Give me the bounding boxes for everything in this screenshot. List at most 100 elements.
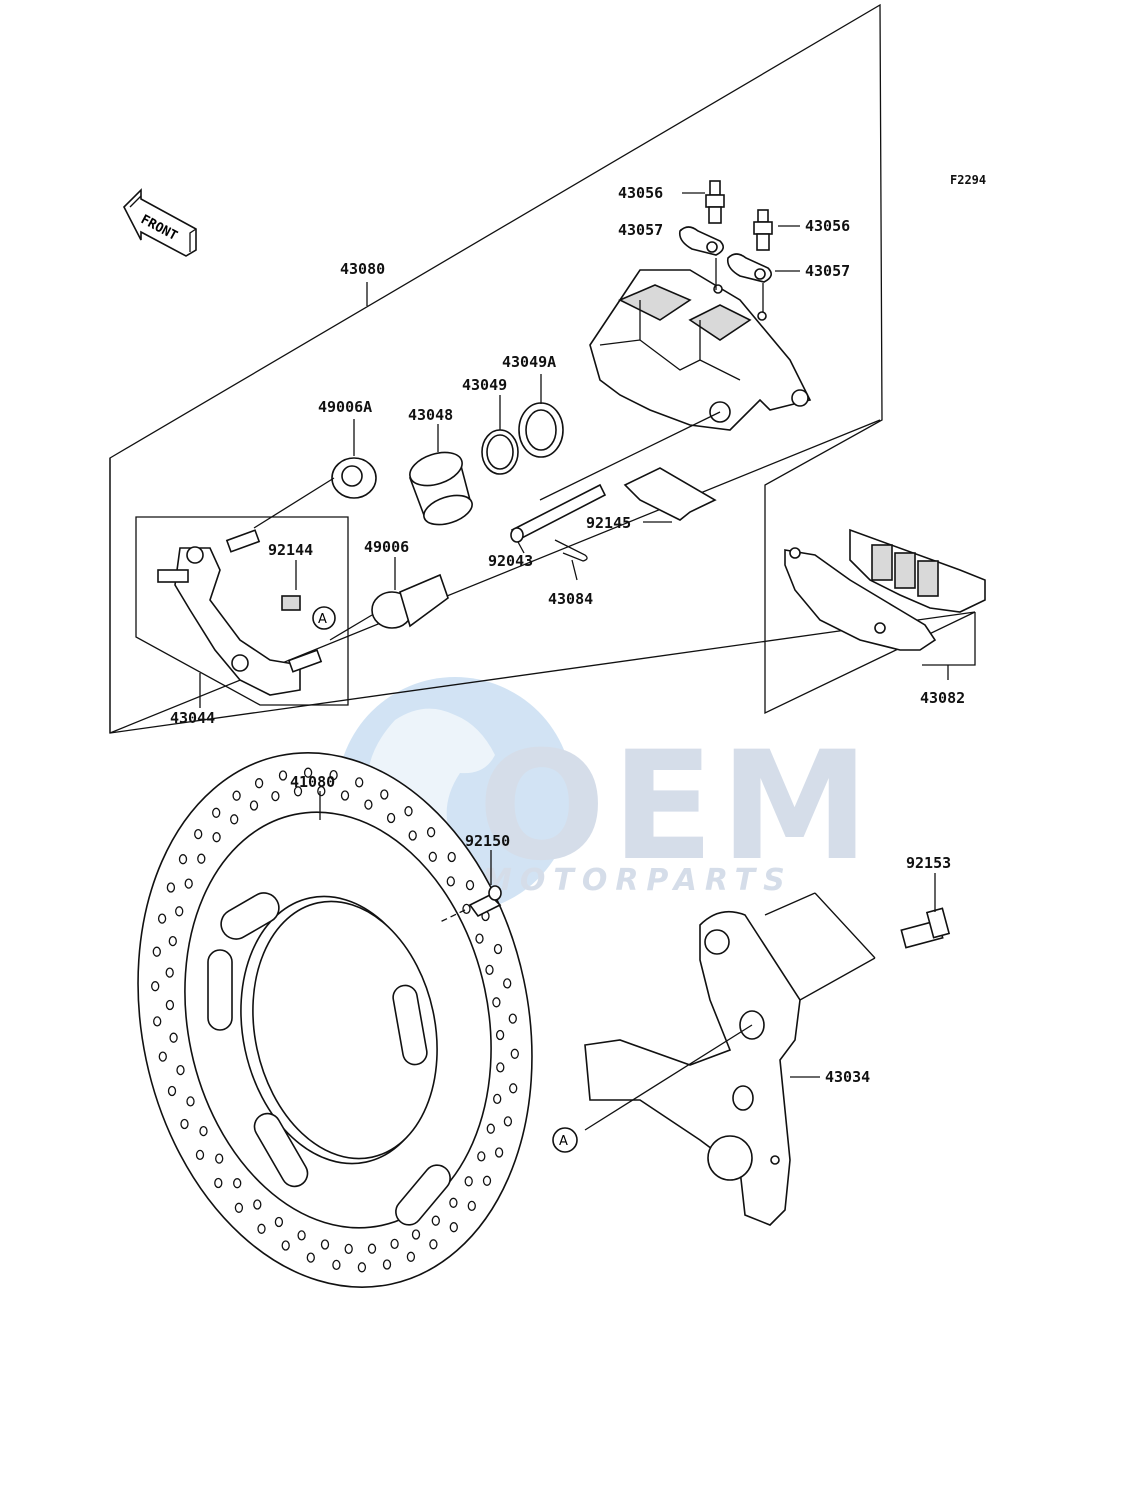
disc-vent-hole: [176, 1064, 185, 1076]
caliper-bracket-43044: [157, 529, 323, 696]
disc-vent-hole: [493, 943, 503, 955]
disc-vent-hole: [332, 1259, 341, 1271]
disc-vent-hole: [428, 851, 437, 862]
disc-vent-hole: [475, 933, 484, 944]
ref-marker-A-1-label: A: [318, 612, 327, 627]
disc-vent-hole: [166, 882, 176, 893]
label-92144: 92144: [268, 541, 313, 559]
disc-vent-hole: [355, 777, 364, 788]
disc-vent-hole: [254, 778, 264, 789]
disc-vent-hole: [274, 1216, 284, 1228]
disc-vent-hole: [503, 1116, 513, 1127]
caliper-bracket-subframe: [135, 516, 349, 706]
disc-vent-hole: [186, 1096, 195, 1107]
leader-lines: [199, 192, 936, 1078]
disc-vent-hole: [306, 1252, 315, 1263]
disc-vent-hole: [165, 999, 175, 1011]
disc-vent-hole: [151, 981, 160, 992]
brake-disc-41080: [137, 752, 533, 1288]
disc-vent-hole: [194, 828, 203, 840]
disc-vent-hole: [495, 1029, 505, 1041]
bolt-92150: [439, 885, 502, 923]
disc-vent-hole: [510, 1048, 519, 1059]
disc-vent-hole: [477, 1151, 486, 1162]
caliper-bracket-43034: [584, 910, 801, 1226]
label-43056-a: 43056: [618, 184, 663, 202]
disc-vent-hole: [281, 1240, 290, 1251]
label-49006: 49006: [364, 538, 409, 556]
disc-vent-hole: [367, 1243, 377, 1254]
pin-92043: [510, 483, 607, 543]
disc-vent-hole: [467, 1200, 476, 1212]
disc-vent-hole: [411, 1229, 421, 1240]
disc-vent-hole: [169, 1032, 178, 1043]
boot-49006: [329, 573, 449, 641]
caliper-assembly-outline: [109, 3, 976, 734]
brake-pads-43082: [784, 528, 986, 680]
disc-vent-hole: [447, 851, 456, 863]
disc-vent-hole: [496, 1062, 505, 1073]
label-43049: 43049: [462, 376, 507, 394]
disc-vent-hole: [157, 913, 167, 924]
disc-vent-hole: [234, 1202, 244, 1213]
watermark-subtitle: MOTORPARTS: [482, 863, 793, 898]
disc-vent-hole: [364, 799, 373, 810]
label-43080: 43080: [340, 260, 385, 278]
disc-vent-hole: [233, 1178, 242, 1189]
disc-vent-hole: [380, 789, 389, 800]
caliper-body: [539, 269, 812, 501]
label-92145: 92145: [586, 514, 631, 532]
label-92153: 92153: [906, 854, 951, 872]
disc-vent-hole: [175, 906, 184, 917]
disc-vent-hole: [168, 935, 177, 947]
disc-vent-hole: [382, 1259, 392, 1270]
clip-43084: [554, 539, 588, 562]
disc-vent-hole: [249, 800, 259, 811]
disc-vent-hole: [446, 876, 455, 887]
pad-spring-92145: [623, 467, 717, 521]
piston-seal-43049A: [518, 402, 564, 458]
disc-vent-hole: [320, 1239, 330, 1250]
piston-43048: [408, 451, 473, 526]
disc-vent-hole: [386, 812, 396, 824]
disc-vent-hole: [184, 878, 193, 889]
disc-vent-hole: [303, 767, 313, 778]
disc-vent-hole: [404, 806, 413, 817]
disc-vent-hole: [293, 786, 303, 797]
disc-vent-hole: [253, 1199, 262, 1210]
disc-holes: [151, 767, 519, 1273]
disc-vent-hole: [199, 1125, 208, 1137]
disc-vent-hole: [492, 997, 501, 1008]
boot-49006A: [253, 457, 377, 529]
disc-vent-hole: [357, 1262, 367, 1273]
label-43044: 43044: [170, 709, 215, 727]
disc-vent-hole: [329, 769, 338, 781]
label-43057-b: 43057: [805, 262, 850, 280]
disc-vent-hole: [390, 1238, 399, 1250]
disc-vent-hole: [180, 1118, 189, 1130]
part-labels: 43080 43056 43057 43056 43057 43049A 430…: [170, 184, 965, 1086]
front-arrow-icon: FRONT: [123, 188, 197, 257]
disc-vent-hole: [449, 1222, 458, 1233]
bleeder-cap-1: [678, 226, 724, 256]
disc-vent-hole: [230, 814, 239, 825]
ref-marker-A-1: A: [312, 606, 336, 630]
watermark-brand: OEM: [478, 720, 875, 894]
disc-vent-hole: [195, 1149, 205, 1161]
bleeder-cap-2: [726, 253, 772, 283]
disc-vent-hole: [485, 964, 494, 976]
label-43056-b: 43056: [805, 217, 850, 235]
label-43084: 43084: [548, 590, 593, 608]
disc-vent-hole: [212, 807, 221, 818]
label-43057-a: 43057: [618, 221, 663, 239]
bolt-92153: [764, 892, 951, 1001]
label-92150: 92150: [465, 832, 510, 850]
figure-code: F2294: [950, 173, 986, 187]
label-43082: 43082: [920, 689, 965, 707]
disc-vent-hole: [197, 853, 206, 864]
disc-vent-hole: [152, 946, 161, 957]
label-49006A: 49006A: [318, 398, 372, 416]
disc-vent-hole: [503, 978, 512, 989]
disc-vent-hole: [340, 790, 350, 801]
